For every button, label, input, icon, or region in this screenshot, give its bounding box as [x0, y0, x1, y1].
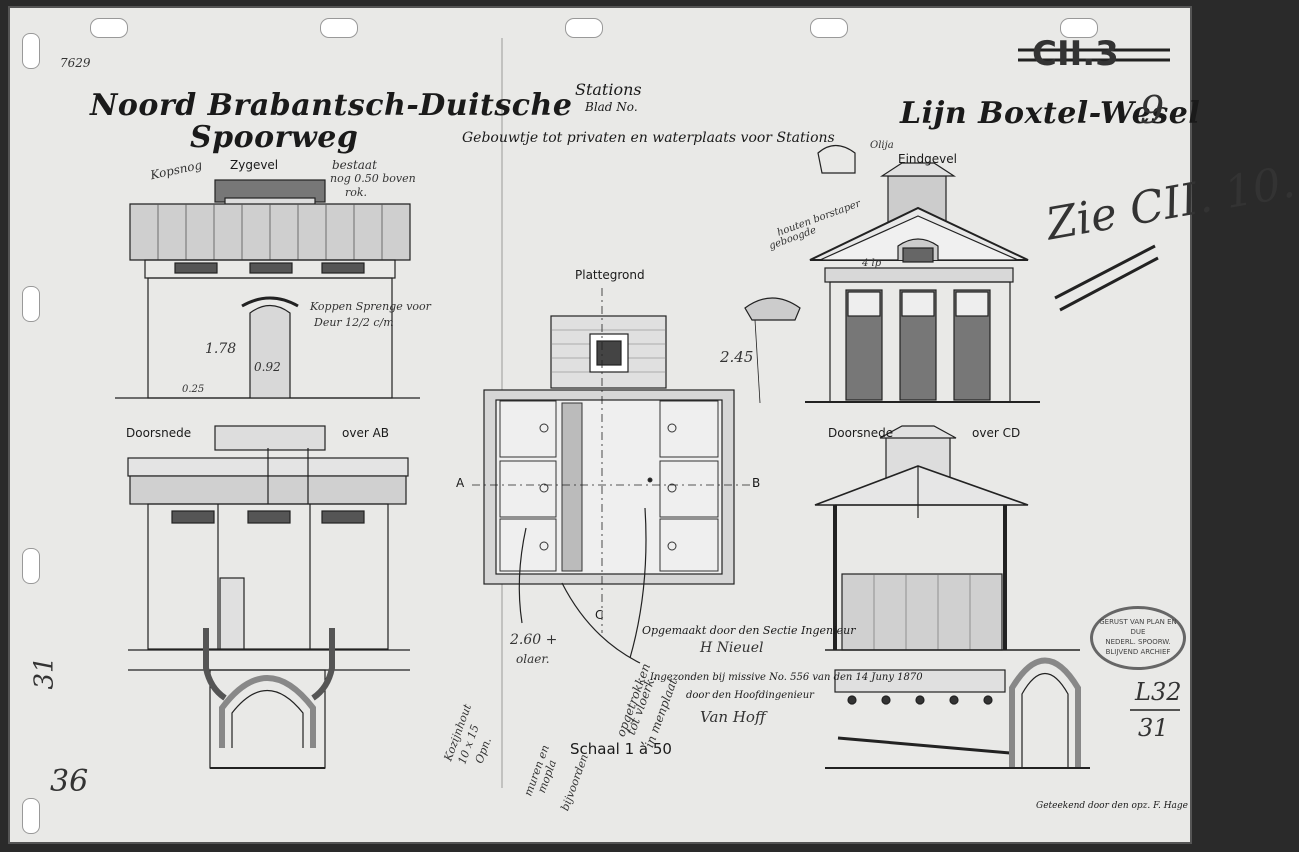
corner-number: 36: [50, 764, 89, 799]
annotation-dikte: 2.60 +: [510, 632, 558, 648]
label-section-ab: Doorsnede: [126, 426, 192, 440]
dimension-door: 0.92: [254, 360, 281, 374]
title-center-line2: Blad No.: [585, 100, 638, 114]
annotation-zinkdeksel-2: Deur 12/2 c/m: [314, 316, 394, 329]
made-by-signature: H Nieuel: [700, 640, 764, 656]
label-end-elevation: Eindgevel: [898, 152, 957, 166]
plan-marker-b: B: [752, 476, 761, 490]
stamp-line2: NEDERL. SPOORW.: [1105, 638, 1171, 646]
archive-code: CII.3: [1032, 34, 1119, 74]
drawing-scale: Schaal 1 à 50: [570, 740, 672, 758]
approved-label-2: door den Hoofdingenieur: [686, 690, 814, 701]
binding-hole: [320, 18, 358, 38]
made-by-label: Opgemaakt door den Sectie Ingenieur: [642, 624, 856, 637]
stamp-line3: BLIJVEND ARCHIEF: [1105, 648, 1171, 656]
ref-right-top: L32: [1135, 678, 1182, 706]
binding-hole: [22, 798, 40, 834]
ref-right-bottom: 31: [1138, 714, 1169, 742]
annotation-bestaat: bestaat: [332, 158, 377, 172]
title-left-line2: Spoorweg: [190, 120, 359, 155]
label-side-elevation: Zygevel: [230, 158, 279, 172]
title-right: Lijn Boxtel-Wesel: [900, 96, 1201, 131]
annotation-bestaat-3: rok.: [345, 186, 368, 199]
annotation-bestaat-2: nog 0.50 boven: [330, 172, 416, 185]
label-section-ab-suffix: over AB: [342, 426, 390, 440]
binding-hole: [90, 18, 128, 38]
label-section-cd: Doorsnede: [828, 426, 894, 440]
dimension-height-sketch: 2.45: [720, 348, 754, 366]
binding-hole: [22, 548, 40, 584]
sheet-number: 7629: [60, 56, 91, 70]
drawing-sheet: 7629 CII.3 Noord Brabantsch-Duitsche Spo…: [8, 6, 1299, 844]
plan-marker-a: A: [456, 476, 465, 490]
annotation-vier-lp: 4 lp: [862, 258, 882, 269]
annotation-olija: Olija: [870, 140, 894, 151]
title-center-line1: Stations: [575, 80, 642, 99]
margin-number: 31: [29, 656, 60, 690]
drawn-by: Geteekend door den opz. F. Hage: [1036, 801, 1188, 811]
archive-stamp: GERUST VAN PLAN EN DUE NEDERL. SPOORW. B…: [1090, 606, 1186, 670]
binding-hole: [565, 18, 603, 38]
approved-signature: Van Hoff: [700, 708, 766, 726]
binding-hole: [810, 18, 848, 38]
binding-hole: [1060, 18, 1098, 38]
technical-drawing: [115, 38, 1180, 788]
plate-number: 9: [1140, 88, 1165, 132]
binding-hole: [22, 33, 40, 69]
binding-hole: [22, 286, 40, 322]
approved-label: Ingezonden bij missive No. 556 van den 1…: [650, 672, 923, 683]
label-section-cd-suffix: over CD: [972, 426, 1021, 440]
dimension-height: 1.78: [205, 341, 237, 357]
dimension-base: 0.25: [182, 384, 205, 395]
title-left-line1: Noord Brabantsch-Duitsche: [90, 88, 573, 123]
label-floor-plan: Plattegrond: [575, 268, 645, 282]
stamp-line1: GERUST VAN PLAN EN DUE: [1099, 618, 1177, 636]
annotation-zinkdeksel: Koppen Sprenge voor: [310, 300, 431, 313]
title-center-subtitle: Gebouwtje tot privaten en waterplaats vo…: [462, 130, 835, 146]
annotation-dikte-2: olaer.: [516, 652, 550, 666]
plan-marker-c: C: [595, 608, 604, 622]
